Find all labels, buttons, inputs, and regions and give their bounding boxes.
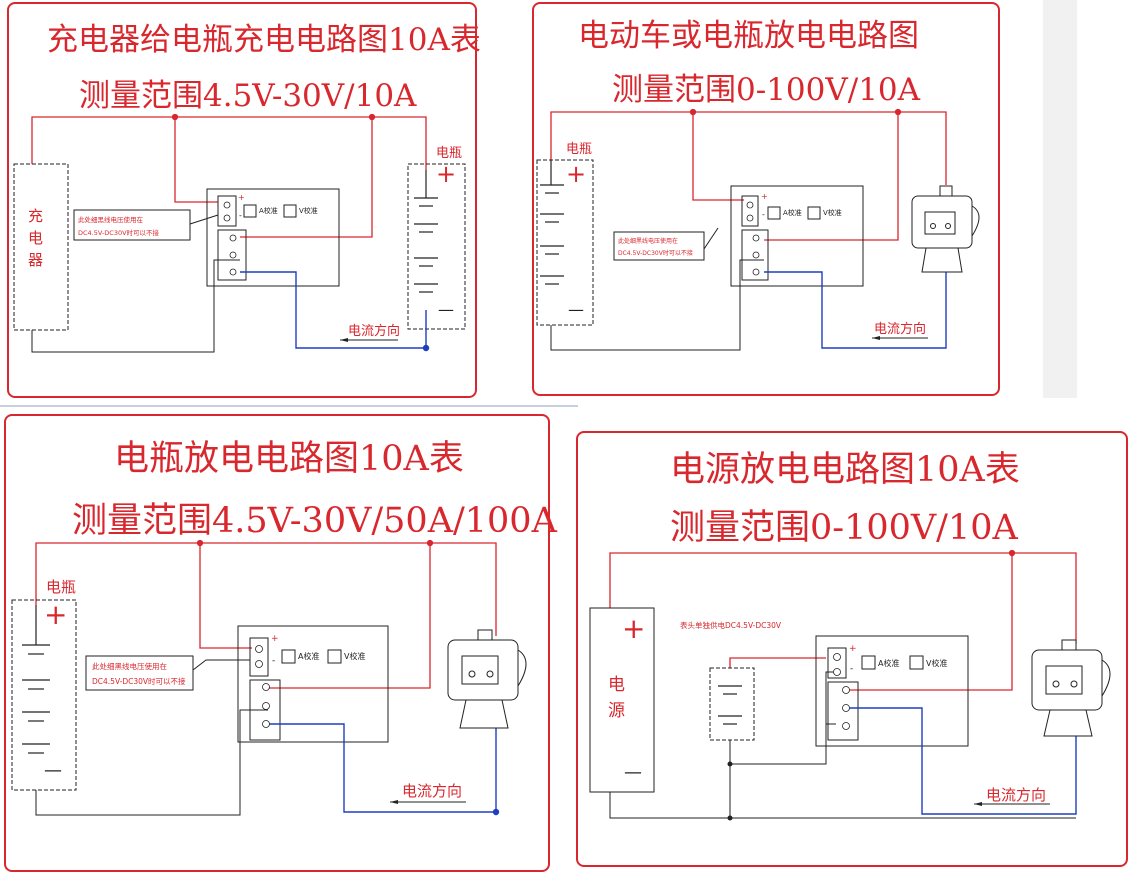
panel-subtitle: 测量范围4.5V-30V/10A: [79, 78, 417, 114]
current-direction-label: 电流方向: [986, 786, 1047, 804]
note-line-1: 此处细黑线电压使用在: [78, 216, 143, 224]
note-line-2: DC4.5V-DC30V时可以不接: [78, 229, 160, 237]
power-plus: +: [622, 612, 646, 645]
note-line-2: DC4.5V-DC30V时可以不接: [92, 677, 186, 686]
terminal-minus: -: [239, 211, 242, 220]
motor-icon: [1031, 639, 1111, 737]
v-calibration-label: V校准: [344, 652, 366, 661]
terminal-minus: -: [850, 664, 854, 674]
panel-power-supply-discharge: 电源放电电路图10A表 测量范围0-100V/10A: [576, 431, 1128, 867]
panel-title: 电瓶放电电路图10A表: [114, 439, 464, 479]
panel-charger-charging: 充电器给电瓶充电电路图10A表 测量范围4.5V-30V/10A: [7, 2, 481, 398]
note-line-1: 表头单独供电DC4.5V-DC30V: [680, 621, 782, 630]
current-direction-label: 电流方向: [874, 322, 927, 337]
background-strip: [1043, 0, 1077, 398]
battery-label: 电瓶: [566, 142, 593, 157]
note-line-1: 此处细黑线电压使用在: [618, 238, 679, 245]
terminal-plus: +: [849, 644, 857, 654]
note-line-2: DC4.5V-DC30V时可以不接: [618, 250, 693, 257]
battery-minus: —: [568, 300, 584, 319]
divider-line: [0, 405, 578, 407]
a-calibration-label: A校准: [298, 652, 320, 661]
current-direction-label: 电流方向: [402, 782, 463, 800]
terminal-plus: +: [271, 634, 279, 644]
battery-plus: +: [44, 598, 68, 631]
battery-minus: —: [44, 760, 62, 781]
v-calibration-label: V校准: [926, 659, 948, 668]
battery-label: 电瓶: [436, 146, 463, 161]
terminal-minus: -: [762, 210, 765, 219]
panel-title: 充电器给电瓶充电电路图10A表: [47, 22, 481, 58]
panel-title: 电源放电电路图10A表: [670, 450, 1020, 490]
current-direction-label: 电流方向: [348, 324, 401, 339]
panel-subtitle: 测量范围0-100V/10A: [612, 72, 921, 108]
battery-plus: +: [436, 160, 457, 188]
panel-subtitle: 测量范围0-100V/10A: [670, 508, 1018, 548]
a-calibration-label: A校准: [783, 209, 802, 217]
v-calibration-label: V校准: [823, 209, 842, 217]
source-label: 充电器: [28, 207, 44, 269]
power-minus: —: [624, 762, 642, 783]
note-box: [73, 209, 191, 241]
terminal-minus: -: [272, 656, 276, 666]
source-label: 电源: [608, 675, 625, 721]
a-calibration-label: A校准: [259, 207, 278, 215]
terminal-plus: +: [761, 192, 768, 201]
motor-icon: [911, 185, 980, 273]
panel-vehicle-discharge: 电动车或电瓶放电电路图 测量范围0-100V/10A: [532, 2, 1000, 396]
battery-minus: —: [438, 300, 454, 319]
battery-plus: +: [566, 160, 587, 188]
a-calibration-label: A校准: [878, 659, 900, 668]
battery-label: 电瓶: [46, 578, 77, 596]
motor-icon: [447, 629, 527, 729]
panel-title: 电动车或电瓶放电电路图: [578, 18, 919, 54]
note-line-1: 此处细黑线电压使用在: [92, 662, 167, 671]
v-calibration-label: V校准: [299, 207, 318, 215]
panel-subtitle: 测量范围4.5V-30V/50A/100A: [72, 501, 557, 541]
terminal-plus: +: [238, 193, 245, 202]
